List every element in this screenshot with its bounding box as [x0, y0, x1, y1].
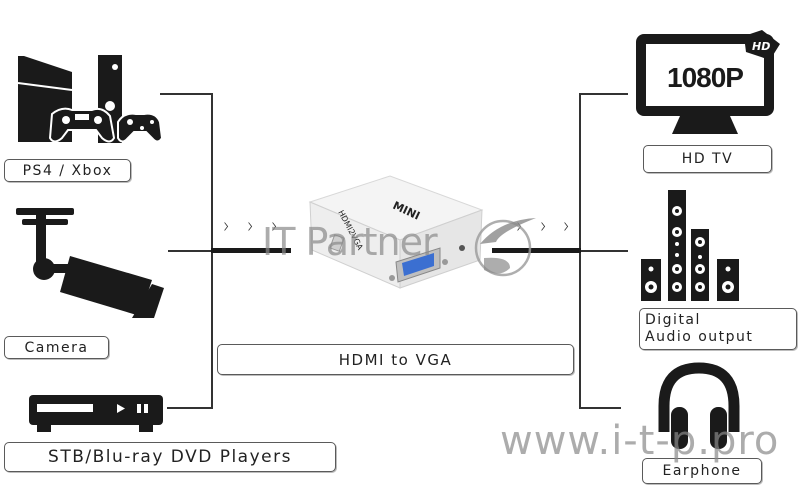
input-cable: [211, 248, 291, 253]
label-text: Camera: [24, 339, 89, 356]
label-camera: Camera: [4, 336, 109, 359]
label-text: Earphone: [662, 463, 742, 479]
label-earphone: Earphone: [642, 458, 762, 484]
brand-logo-icon: [474, 218, 536, 277]
tv-screen-text: 1080P: [667, 62, 744, 93]
label-text-line1: Digital: [645, 312, 701, 328]
label-text-line2: Audio output: [645, 329, 754, 345]
label-digital-audio: Digital Audio output: [639, 308, 797, 350]
url-watermark: www.i-t-p.pro: [500, 418, 780, 464]
brand-watermark: IT Partner: [262, 220, 438, 264]
connector-audio: [579, 250, 628, 252]
label-stb-dvd: STB/Blu-ray DVD Players: [4, 442, 336, 472]
label-text: PS4 / Xbox: [22, 162, 113, 179]
connector-dvd: [167, 407, 213, 409]
flow-arrow-icon: ›: [540, 214, 547, 239]
connector-tv: [579, 93, 628, 95]
dvd-player-icon: [29, 395, 163, 432]
label-text: STB/Blu-ray DVD Players: [48, 447, 292, 467]
flow-arrow-icon: ›: [563, 214, 570, 239]
connector-camera: [168, 250, 213, 252]
hdmi-vga-converter-image: MINI HDMI2VGA: [308, 175, 484, 289]
security-camera-icon: [16, 208, 164, 318]
hd-badge: HD: [752, 40, 770, 53]
title-text: HDMI to VGA: [338, 350, 453, 369]
tv-icon: HD: [636, 30, 780, 134]
headphones-icon: [658, 362, 740, 449]
flow-arrow-icon: ›: [271, 214, 278, 239]
diagram-title: HDMI to VGA: [217, 344, 574, 375]
connector-earphone: [579, 407, 621, 409]
label-text: HD TV: [681, 151, 734, 167]
flow-arrow-icon: ›: [223, 214, 230, 239]
label-ps4-xbox: PS4 / Xbox: [4, 159, 131, 182]
label-hd-tv: HD TV: [643, 145, 772, 173]
connector-ps4: [160, 93, 213, 95]
game-console-icon: [17, 55, 164, 143]
output-cable: [492, 248, 581, 253]
flow-arrow-icon: ›: [247, 214, 254, 239]
speakers-icon: [641, 190, 739, 301]
